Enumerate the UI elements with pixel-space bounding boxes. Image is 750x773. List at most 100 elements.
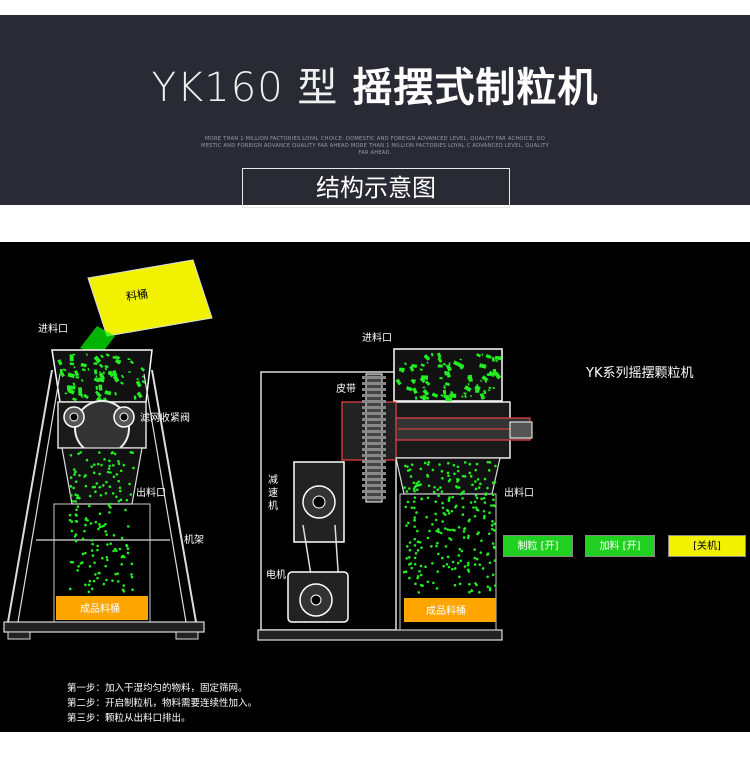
granule	[115, 473, 119, 476]
granule	[91, 554, 95, 557]
granule	[482, 516, 486, 520]
granule	[74, 539, 78, 543]
granule	[461, 497, 464, 500]
granule	[93, 463, 96, 466]
granule	[414, 582, 417, 586]
granule	[132, 466, 135, 470]
feed-on-button[interactable]: 加料 [开]	[585, 535, 655, 557]
granule	[84, 518, 88, 521]
granule	[131, 588, 134, 592]
granule	[457, 525, 461, 529]
right-product-bucket-outline	[399, 493, 497, 631]
granule	[90, 549, 94, 552]
granule	[410, 506, 414, 510]
granule	[108, 464, 111, 468]
granule	[98, 472, 101, 476]
granule	[130, 575, 134, 579]
granule	[463, 461, 467, 464]
granule	[103, 458, 106, 461]
granule	[107, 504, 111, 508]
granule	[438, 463, 441, 466]
granule	[475, 462, 479, 466]
granule	[136, 378, 140, 381]
granule	[80, 378, 84, 383]
gear-tooth	[362, 448, 386, 451]
granule	[69, 453, 73, 457]
granule	[460, 549, 464, 553]
left-frame-leg-left	[7, 369, 53, 623]
granule	[451, 567, 454, 571]
granule	[66, 385, 71, 391]
granule	[114, 572, 117, 576]
granule	[119, 469, 123, 473]
granule	[471, 483, 474, 487]
granule	[94, 573, 97, 576]
granule	[486, 460, 490, 464]
right-bucket-label: 成品料桶	[426, 606, 466, 617]
granule	[76, 569, 79, 572]
granule	[128, 370, 131, 374]
granule	[108, 372, 110, 375]
granule	[442, 389, 447, 395]
granule	[442, 564, 445, 568]
granule	[440, 556, 444, 560]
shutdown-button[interactable]: [关机]	[668, 535, 746, 557]
granule	[416, 576, 419, 580]
granule	[431, 392, 439, 398]
granule	[484, 379, 488, 384]
right-feed-inlet-label: 进料口	[362, 333, 392, 344]
granule	[470, 589, 473, 592]
granule	[419, 467, 423, 471]
granule	[474, 494, 478, 497]
granule	[407, 521, 410, 525]
granule	[87, 368, 90, 371]
gear-tooth	[362, 430, 386, 433]
granule	[474, 487, 478, 491]
granule	[456, 480, 459, 483]
granule	[403, 362, 408, 366]
granule	[474, 386, 480, 393]
granule	[412, 481, 416, 485]
granule	[454, 505, 457, 509]
granule	[111, 451, 115, 454]
granule	[419, 368, 423, 372]
granule	[435, 587, 439, 590]
granule	[84, 473, 87, 477]
granule	[447, 498, 451, 501]
granule	[483, 477, 487, 481]
granule	[444, 370, 448, 376]
granule	[112, 475, 116, 479]
granule	[109, 502, 112, 506]
granule	[431, 562, 434, 565]
granulate-on-button[interactable]: 制粒 [开]	[503, 535, 573, 557]
granule	[473, 563, 477, 566]
granule	[436, 541, 439, 545]
granule	[417, 591, 421, 594]
granule	[455, 485, 458, 488]
subtitle-box: 结构示意图	[242, 168, 510, 208]
granule	[405, 524, 408, 527]
granule	[97, 527, 100, 531]
granule	[479, 363, 487, 369]
granule	[121, 588, 125, 592]
granule	[122, 555, 125, 558]
granule	[77, 496, 80, 499]
granule	[107, 467, 111, 470]
granule	[480, 379, 483, 383]
granule	[408, 541, 412, 544]
granule	[483, 389, 487, 395]
granule	[74, 513, 78, 516]
granule	[80, 362, 87, 368]
granule	[405, 386, 413, 392]
granule	[487, 469, 491, 472]
granule	[423, 461, 427, 465]
granule	[62, 368, 67, 372]
granule	[446, 528, 449, 531]
granule	[84, 583, 87, 587]
gear-teeth	[362, 376, 386, 499]
granule	[90, 587, 94, 591]
right-hopper-granules	[395, 352, 502, 403]
granule	[108, 485, 112, 489]
granule	[105, 578, 108, 582]
granule	[76, 494, 79, 497]
